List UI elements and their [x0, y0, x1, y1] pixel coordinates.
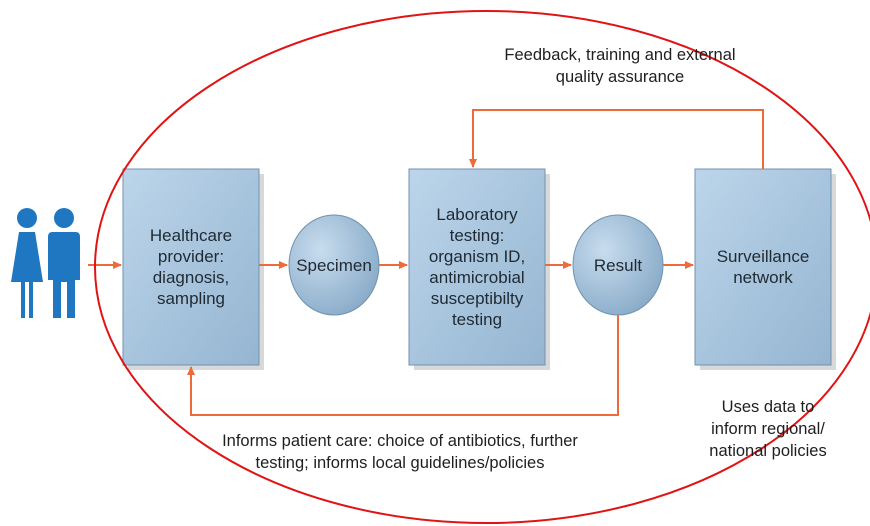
healthcare-provider-box: [122, 168, 260, 366]
specimen-circle: [288, 214, 380, 316]
arrow-feedback-loop: [469, 109, 764, 169]
feedback-caption: Feedback, training and external quality …: [504, 46, 736, 86]
laboratory-testing-box: [408, 168, 546, 366]
policies-caption: Uses data to inform regional/ national p…: [709, 398, 827, 460]
patient-care-caption: Informs patient care: choice of antibiot…: [222, 432, 578, 472]
surveillance-network-box: [694, 168, 832, 366]
highlight-ellipse: [94, 10, 870, 524]
arrow-patient-care-loop: [187, 315, 619, 416]
result-circle: [572, 214, 664, 316]
patient-pair-icon: [11, 208, 80, 318]
